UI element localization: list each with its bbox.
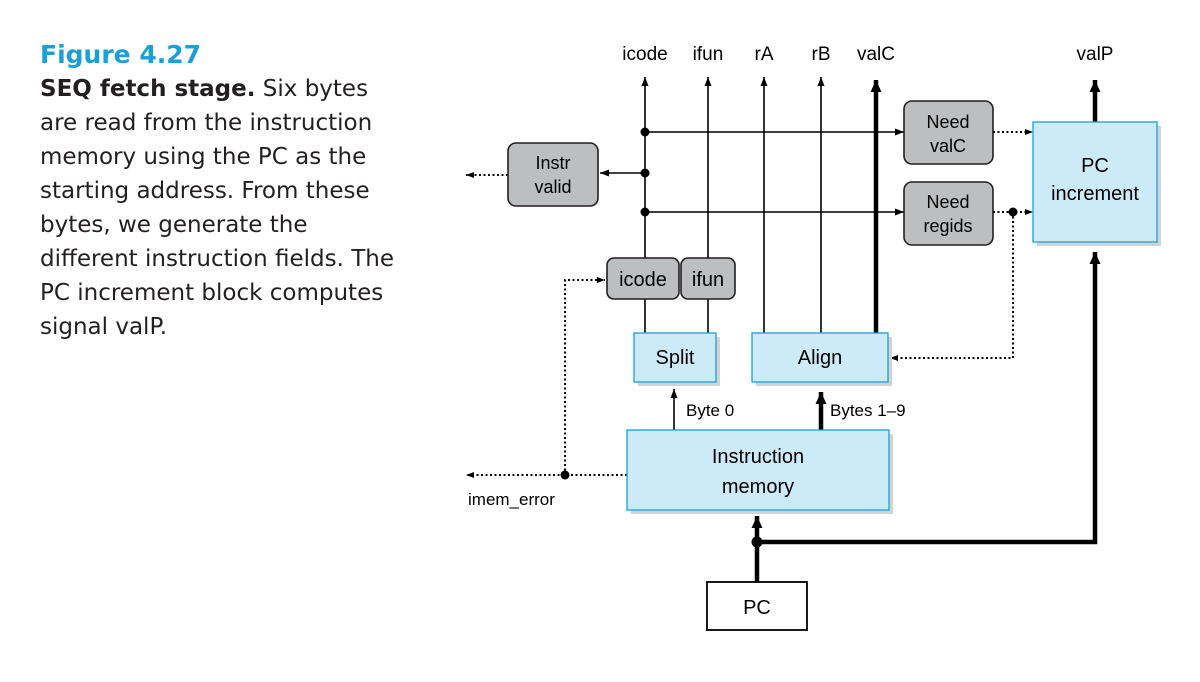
instruction-memory-block: Instruction memory [626,429,893,514]
output-label-icode: icode [622,44,667,65]
pc-increment-line1: PC [1081,155,1109,177]
pc-register: PC [706,581,808,631]
caption-body: SEQ fetch stage. Six bytes are read from… [40,72,400,344]
instr-valid-block: Instr valid [507,142,599,207]
need-regids-line2: regids [923,216,972,236]
need-valc-line2: valC [930,136,966,156]
pc-increment-line2: increment [1051,183,1139,205]
instr-valid-line2: valid [534,177,571,197]
icode-register: icode [606,257,680,300]
junction-dot-imem-error [560,470,570,480]
icode-register-label: icode [619,269,667,291]
need-regids-line1: Need [926,192,969,212]
pc-register-label: PC [743,597,771,619]
junction-dot-icode-mid [640,168,650,178]
output-label-ifun: ifun [693,44,724,65]
junction-dot-pc [751,536,763,548]
label-bytes1-9: Bytes 1–9 [830,401,906,420]
figure-number: Figure 4.27 [40,40,202,69]
split-block: Split [633,332,720,386]
ifun-register: ifun [680,257,736,300]
ifun-register-label: ifun [692,269,724,291]
output-label-valp: valP [1077,44,1114,65]
align-block: Align [751,332,892,386]
label-imem-error: imem_error [468,490,555,509]
split-label: Split [656,347,695,369]
instr-valid-line1: Instr [535,153,570,173]
imem-line2: memory [722,476,794,498]
output-label-valc: valC [857,44,895,65]
figure-caption: Figure 4.27 SEQ fetch stage. Six bytes a… [40,38,400,344]
need-valc-block: Need valC [903,100,994,165]
pc-increment-block: PC increment [1032,121,1161,246]
signal-need-regids-to-align [890,212,1014,361]
junction-dot-icode-low [640,207,650,217]
label-byte0: Byte 0 [686,401,734,420]
junction-dot-icode-top [640,127,650,137]
align-label: Align [798,347,842,369]
caption-text: Six bytes are read from the instruction … [40,76,395,340]
need-regids-block: Need regids [903,181,994,246]
imem-line1: Instruction [712,446,804,468]
signal-imem-error-to-icode [564,277,605,475]
wire-pc-to-increment [757,252,1101,545]
need-valc-line1: Need [926,112,969,132]
caption-title: SEQ fetch stage. [40,76,256,102]
output-label-rb: rB [812,44,831,65]
output-label-ra: rA [755,44,774,65]
